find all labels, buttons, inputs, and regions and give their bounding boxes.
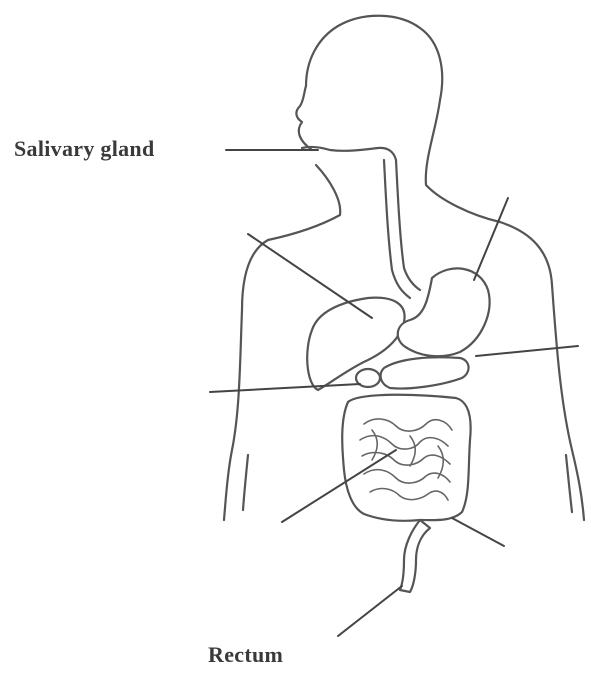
liver-leader: [248, 234, 372, 318]
arm-left-inner: [243, 455, 248, 510]
large-intestine-leader: [452, 518, 504, 546]
large-intestine: [342, 395, 470, 521]
rectum: [400, 520, 430, 592]
rectum-leader: [338, 586, 402, 636]
torso-right-outline: [500, 222, 584, 520]
rectum-label: Rectum: [208, 642, 283, 668]
esophagus-right: [396, 160, 420, 290]
esophagus-leader: [474, 198, 508, 280]
gallbladder-leader: [210, 384, 360, 392]
stomach-leader: [476, 346, 578, 356]
salivary-gland-label: Salivary gland: [14, 136, 155, 162]
pancreas: [381, 357, 469, 388]
neck-outline: [268, 165, 340, 240]
mouth: [302, 147, 396, 160]
arm-right-inner: [566, 455, 572, 512]
